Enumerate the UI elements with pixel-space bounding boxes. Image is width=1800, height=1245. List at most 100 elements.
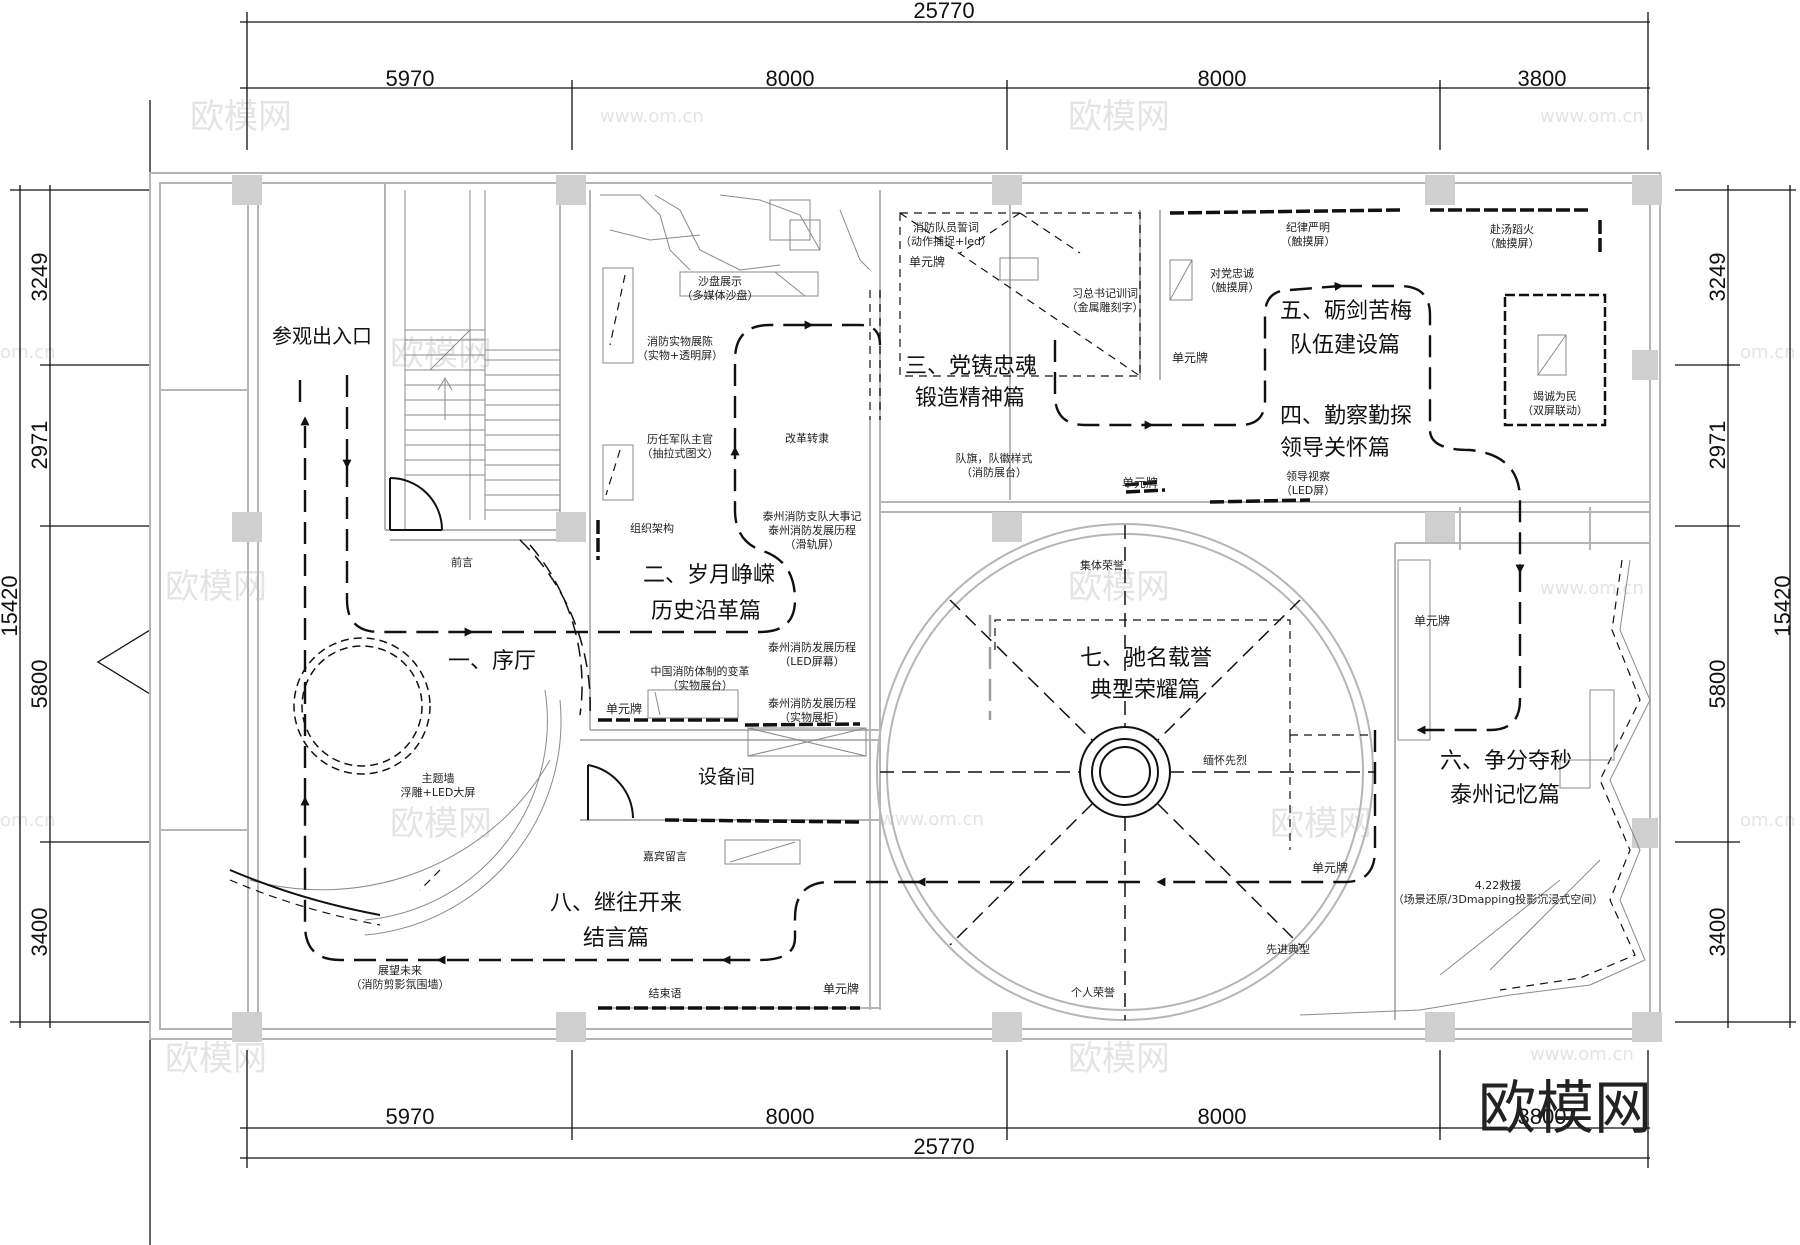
dim-bottom-seg: 3800 xyxy=(1518,1104,1567,1129)
label-people: 竭诚为民 xyxy=(1533,390,1577,403)
watermark-url: www.om.cn xyxy=(600,106,704,127)
label-unit-sign: 单元牌 xyxy=(1172,351,1208,365)
zone-7-title: 七、驰名载誉 xyxy=(1080,646,1212,671)
label-foreword: 前言 xyxy=(451,555,473,569)
label-dev-led: 泰州消防发展历程 xyxy=(768,640,856,654)
label-dev-obj: 泰州消防发展历程 xyxy=(768,696,856,710)
dim-right-seg: 5800 xyxy=(1705,660,1730,709)
label-sandtable-sub: （多媒体沙盘） xyxy=(682,288,759,302)
label-xi-sub: （金属雕刻字） xyxy=(1067,300,1144,314)
zone-8-title: 八、继往开来 xyxy=(550,891,682,916)
label-events-sub: （滑轨屏） xyxy=(785,537,840,551)
watermark-url: om.cn xyxy=(1740,342,1796,363)
watermark-logo: 欧模网 xyxy=(1068,1039,1170,1079)
label-sandtable: 沙盘展示 xyxy=(698,274,742,288)
staircase xyxy=(404,190,560,530)
label-inspect-sub: （LED屏） xyxy=(1281,484,1336,497)
label-objects-sub: （实物+透明屏） xyxy=(637,348,723,362)
dim-left-seg: 2971 xyxy=(27,421,52,470)
dim-bottom-total: 25770 xyxy=(913,1134,974,1159)
label-unit-sign: 单元牌 xyxy=(1122,476,1158,490)
tour-route xyxy=(298,281,1525,965)
label-rescue-sub: （场景还原/3Dmapping投影沉浸式空间） xyxy=(1393,892,1604,906)
label-theme: 主题墙 xyxy=(422,771,455,785)
rotunda xyxy=(876,523,1375,1021)
zone-1-title: 一、序厅 xyxy=(448,649,536,674)
dim-right-seg: 2971 xyxy=(1705,421,1730,470)
label-dev-led-sub: （LED屏幕） xyxy=(779,654,845,668)
label-fire-sub: （触摸屏） xyxy=(1485,236,1540,250)
dim-left-total: 15420 xyxy=(0,575,22,636)
zone-5-title: 五、砺剑苦梅 xyxy=(1280,299,1412,324)
label-inspect: 领导视察 xyxy=(1286,469,1330,483)
sand-table-map xyxy=(600,194,871,271)
zone-3-title: 三、党铸忠魂 xyxy=(905,354,1037,379)
watermark-logo: 欧模网 xyxy=(165,567,267,607)
label-unit-sign: 单元牌 xyxy=(823,982,859,996)
label-unit-sign: 单元牌 xyxy=(1312,861,1348,875)
zone-5-subtitle: 队伍建设篇 xyxy=(1290,333,1400,358)
watermark-url: www.om.cn xyxy=(1540,578,1644,599)
dim-right-seg: 3400 xyxy=(1705,908,1730,957)
label-loyal-sub: （触摸屏） xyxy=(1205,280,1260,294)
label-oath-sub: （动作捕捉+led） xyxy=(900,234,992,248)
label-unit-sign: 单元牌 xyxy=(1414,614,1450,628)
dim-left-seg: 5800 xyxy=(27,660,52,709)
label-discipline-sub: （触摸屏） xyxy=(1281,234,1336,248)
brand-watermark: 欧模网 xyxy=(1478,1074,1652,1142)
dim-top-total: 25770 xyxy=(913,0,974,23)
watermark-url: www.om.cn xyxy=(1540,106,1644,127)
label-reform: 改革转隶 xyxy=(785,431,829,445)
zone-2-title: 二、岁月峥嵘 xyxy=(643,563,775,588)
label-future-sub: （消防剪影氛围墙） xyxy=(351,977,450,991)
dim-bottom-seg: 8000 xyxy=(766,1104,815,1129)
dim-top-seg: 8000 xyxy=(766,66,815,91)
dim-top-seg: 5970 xyxy=(386,66,435,91)
watermark-logo: 欧模网 xyxy=(1068,567,1170,607)
entrance-label: 参观出入口 xyxy=(272,324,372,348)
dim-left-seg: 3400 xyxy=(27,908,52,957)
label-unit-sign: 单元牌 xyxy=(909,255,945,269)
label-china-sub: （实物展台） xyxy=(667,678,733,692)
label-objects: 消防实物展陈 xyxy=(647,334,713,348)
building-walls xyxy=(149,172,1661,1040)
screens xyxy=(596,208,1607,1010)
doors xyxy=(389,477,634,820)
dim-top-seg: 3800 xyxy=(1518,66,1567,91)
label-rescue: 4.22救援 xyxy=(1475,878,1522,892)
label-guest: 嘉宾留言 xyxy=(643,849,687,863)
zone3-frames xyxy=(869,212,1141,420)
label-flag: 队旗，队徽样式 xyxy=(956,451,1033,465)
zone-8-subtitle: 结言篇 xyxy=(583,926,649,951)
label-flag-sub: （消防展台） xyxy=(961,465,1027,479)
label-personal: 个人荣誉 xyxy=(1071,985,1115,999)
dim-right-total: 15420 xyxy=(1770,575,1795,636)
watermarks: 欧模网 欧模网 欧模网 欧模网 欧模网 欧模网 欧模网 欧模网 欧模网 www.… xyxy=(0,97,1796,1079)
watermark-url: www.om.cn xyxy=(880,809,984,830)
label-advanced: 先进典型 xyxy=(1266,942,1310,956)
dim-bottom-seg: 8000 xyxy=(1198,1104,1247,1129)
zone-2-subtitle: 历史沿革篇 xyxy=(651,599,761,624)
label-future: 展望未来 xyxy=(378,964,422,977)
zone-4-subtitle: 领导关怀篇 xyxy=(1280,436,1390,461)
label-closing: 结束语 xyxy=(649,987,682,1000)
watermark-logo: 欧模网 xyxy=(165,1039,267,1079)
label-china: 中国消防体制的变革 xyxy=(651,664,750,678)
dim-right-seg: 3249 xyxy=(1705,253,1730,302)
dim-top-seg: 8000 xyxy=(1198,66,1247,91)
label-collective: 集体荣誉 xyxy=(1080,558,1124,572)
zone-titles: 参观出入口 一、序厅 二、岁月峥嵘 历史沿革篇 三、党铸忠魂 锻造精神篇 四、勤… xyxy=(272,299,1572,951)
dimension-labels: 25770 5970 8000 8000 3800 5970 8000 8000… xyxy=(0,0,1795,1159)
label-officers-sub: （抽拉式图文） xyxy=(642,446,719,460)
dimension-lines xyxy=(10,12,1796,1245)
label-people-sub: （双屏联动） xyxy=(1522,404,1588,417)
watermark-url: om.cn xyxy=(0,342,56,363)
label-unit-sign: 单元牌 xyxy=(606,702,642,716)
label-oath: 消防队员誓词 xyxy=(913,220,979,234)
label-fire: 赴汤蹈火 xyxy=(1490,222,1534,236)
zone-4-title: 四、勤察勤探 xyxy=(1280,404,1412,429)
memory-zone-wall xyxy=(1299,559,1651,1016)
structural-columns xyxy=(232,175,1662,1042)
watermark-logo: 欧模网 xyxy=(1068,97,1170,137)
